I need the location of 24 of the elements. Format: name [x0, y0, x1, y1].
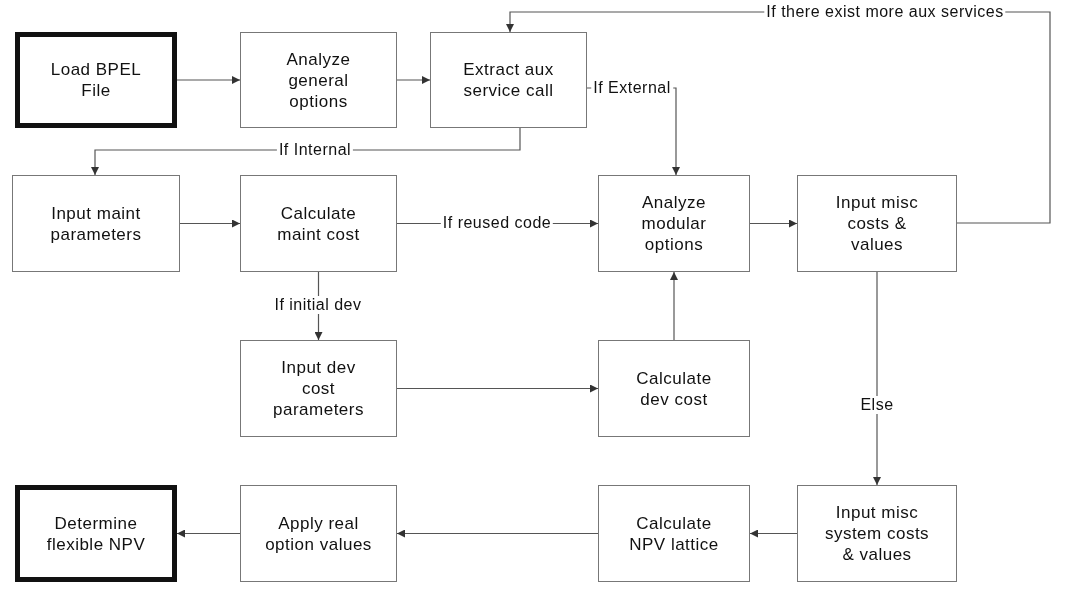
terminal-box: Determine flexible NPV: [15, 485, 177, 582]
process-box: Calculate maint cost: [240, 175, 397, 272]
arrow: [176, 76, 241, 84]
edge-label: Else: [858, 396, 896, 414]
arrow: [176, 529, 241, 538]
process-box: Analyze general options: [240, 32, 397, 128]
process-box: Input misc system costs & values: [797, 485, 957, 582]
process-box: Apply real option values: [240, 485, 397, 582]
process-box: Calculate dev cost: [598, 340, 750, 437]
process-box: Input misc costs & values: [797, 175, 957, 272]
process-box: Input dev cost parameters: [240, 340, 397, 437]
arrow: [396, 529, 599, 538]
arrow: [670, 271, 678, 341]
arrow: [396, 76, 431, 84]
process-box: Extract aux service call: [430, 32, 587, 128]
process-box: Analyze modular options: [598, 175, 750, 272]
arrow: [749, 219, 798, 228]
arrow: [873, 271, 881, 486]
terminal-box: Load BPEL File: [15, 32, 177, 128]
process-box: Calculate NPV lattice: [598, 485, 750, 582]
arrow: [396, 384, 599, 393]
arrow: [749, 529, 798, 538]
process-box: Input maint parameters: [12, 175, 180, 272]
arrow: [179, 219, 241, 228]
